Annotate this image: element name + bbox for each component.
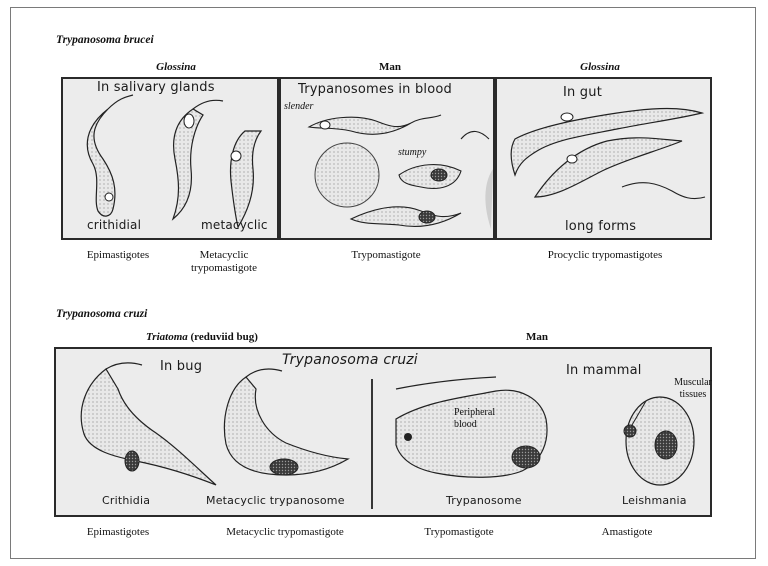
- section-title-cruzi: Trypanosoma cruzi: [56, 308, 148, 320]
- caption-in-mammal: In mammal: [566, 363, 642, 378]
- label-long-forms: long forms: [565, 219, 637, 234]
- stage-trypomastigote-brucei: Trypomastigote: [351, 249, 421, 261]
- label-metacyclic: metacyclic: [201, 218, 268, 232]
- stage-trypomastigote-cruzi: Trypomastigote: [424, 526, 494, 538]
- panel-trypanosomes-in-blood: Trypanosomes in blood slender stumpy: [279, 77, 495, 240]
- host-label-triatoma: Triatoma (reduviid bug): [146, 331, 258, 343]
- trypanosome-drawings-cruzi: [80, 362, 695, 509]
- trypanosome-drawings-gut: [510, 107, 706, 200]
- trypanosome-drawings-blood: [307, 114, 493, 229]
- label-crithidia: Crithidia: [102, 494, 151, 507]
- stage-amastigote: Amastigote: [601, 526, 653, 538]
- host-label-triatoma-common: (reduviid bug): [190, 331, 258, 343]
- label-metacyclic-trypanosome: Metacyclic trypanosome: [206, 494, 345, 507]
- label-leishmania: Leishmania: [622, 494, 687, 507]
- panel-in-gut: In gut long forms: [495, 77, 712, 240]
- stage-procyclic-trypomastigotes: Procyclic trypomastigotes: [547, 249, 663, 261]
- trypanosome-drawings-salivary: [86, 94, 263, 229]
- stage-epimastigotes-brucei: Epimastigotes: [86, 249, 150, 261]
- stage-metacyclic-trypomastigote-cruzi: Metacyclic trypomastigote: [226, 526, 344, 538]
- panel-cruzi: Trypanosoma cruzi In bug In mammal Crith…: [54, 347, 712, 517]
- host-label-man-cruzi: Man: [526, 331, 548, 343]
- caption-trypanosoma-cruzi: Trypanosoma cruzi: [282, 352, 418, 368]
- panel-salivary-glands: In salivary glands crithidial metacyclic: [61, 77, 279, 240]
- label-muscular-tissues: Muscular tissues: [674, 377, 712, 400]
- label-trypanosome: Trypanosome: [446, 494, 522, 507]
- caption-in-bug: In bug: [160, 359, 203, 374]
- host-label-man: Man: [379, 61, 401, 73]
- section-title-brucei: Trypanosoma brucei: [56, 34, 154, 46]
- label-slender: slender: [284, 101, 314, 112]
- caption-salivary-glands: In salivary glands: [97, 80, 215, 95]
- host-label-glossina-1: Glossina: [156, 61, 196, 73]
- caption-in-gut: In gut: [563, 85, 602, 100]
- host-label-triatoma-genus: Triatoma: [146, 331, 188, 343]
- stage-epimastigotes-cruzi: Epimastigotes: [86, 526, 150, 538]
- label-crithidial: crithidial: [87, 218, 142, 232]
- host-label-glossina-2: Glossina: [580, 61, 620, 73]
- caption-trypanosomes-in-blood: Trypanosomes in blood: [298, 82, 452, 97]
- label-stumpy: stumpy: [398, 147, 427, 158]
- label-peripheral-blood: Peripheral blood: [454, 407, 496, 430]
- stage-metacyclic-trypomastigote-brucei: Metacyclic trypomastigote: [191, 249, 257, 274]
